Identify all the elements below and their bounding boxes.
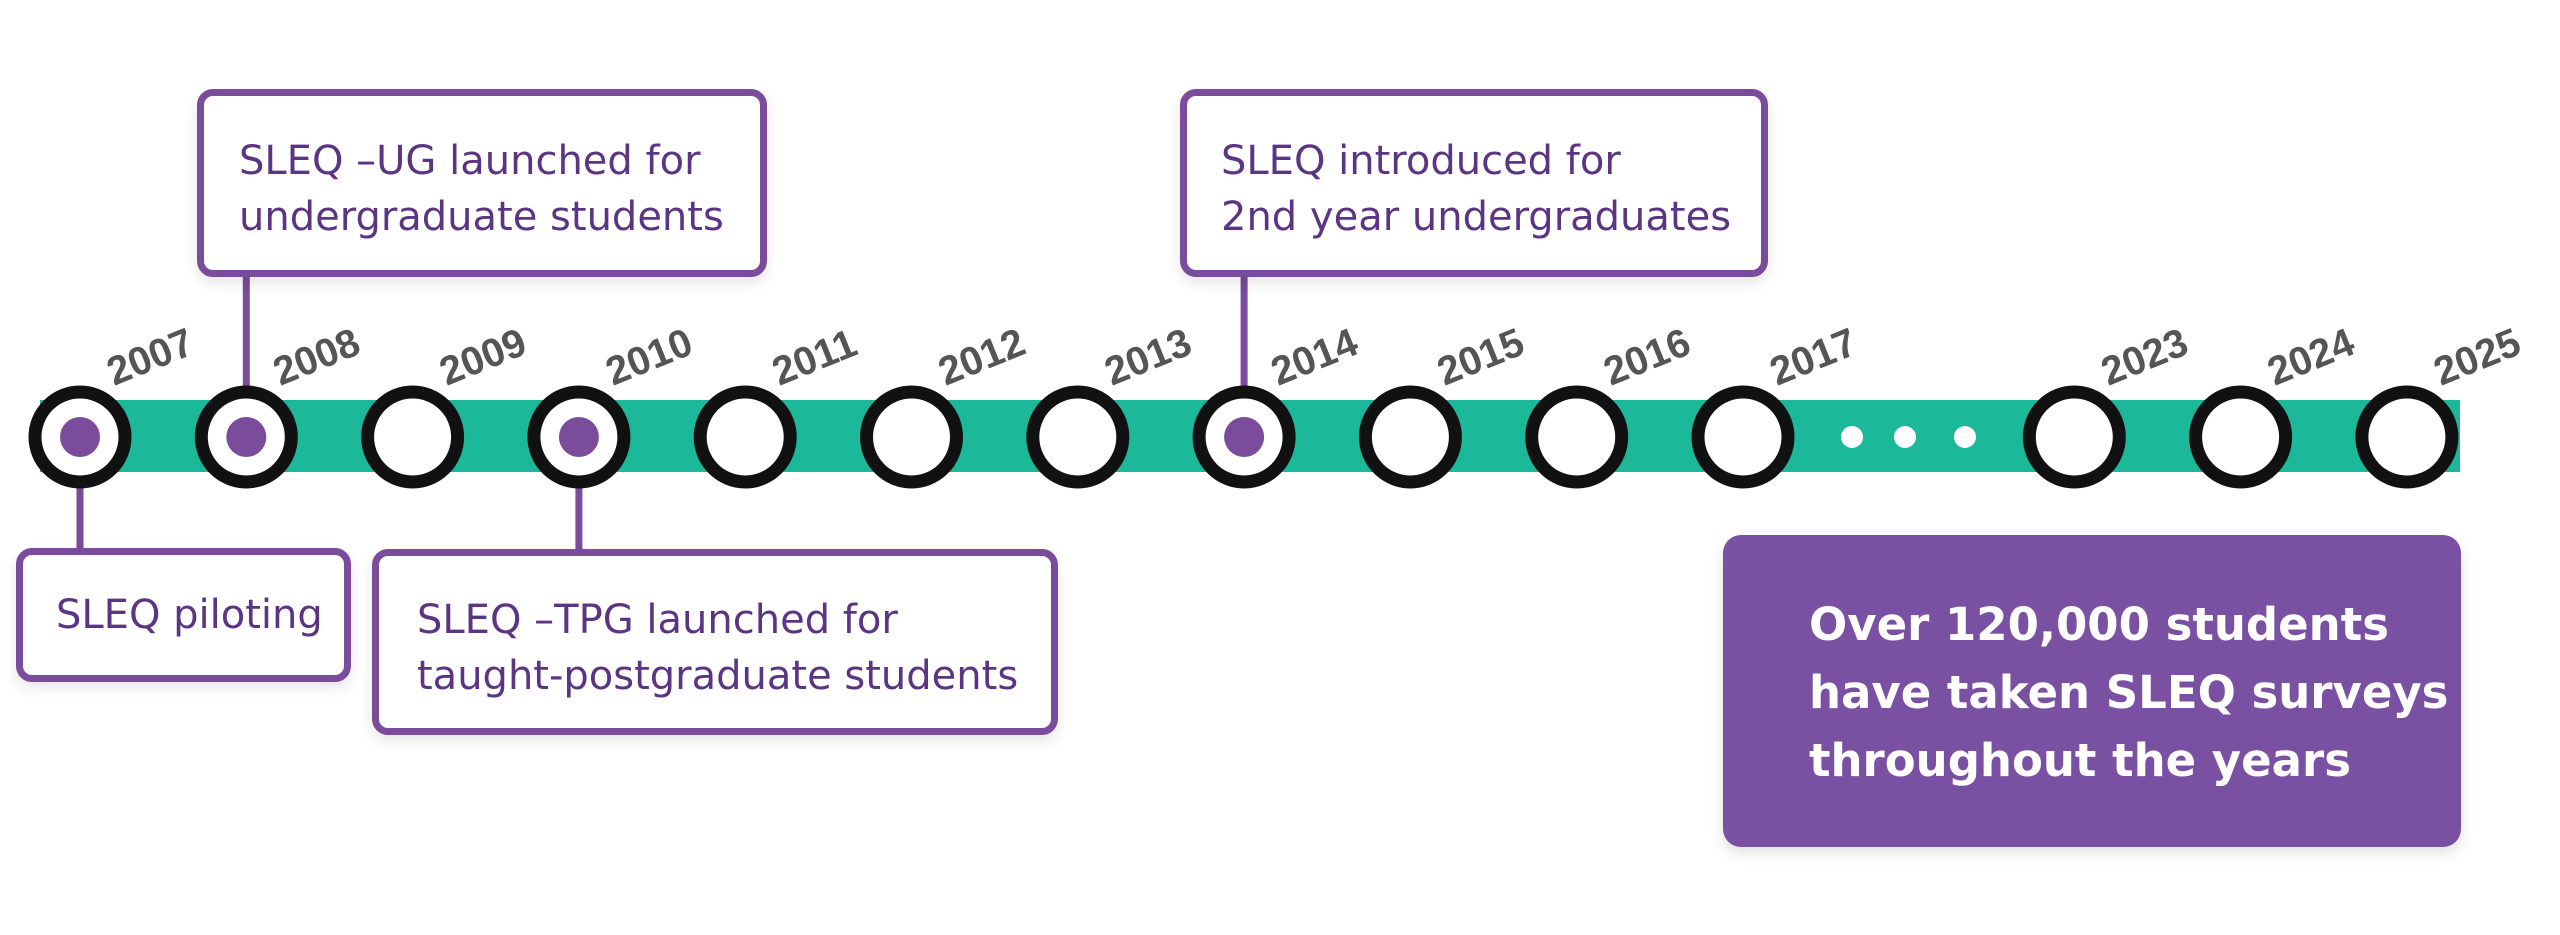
event-text: SLEQ –UG launched for [239,138,701,184]
year-node-2024 [2189,385,2293,489]
ellipsis-dot [1841,426,1863,448]
year-node-2023 [2022,385,2126,489]
event-box-2008: SLEQ –UG launched for undergraduate stud… [197,89,767,277]
year-label-2014: 2014 [1265,320,1365,394]
gap-ellipsis [1841,426,1976,448]
event-marker-2008 [226,417,267,457]
year-node-2025 [2355,385,2459,489]
event-marker-2010 [558,417,599,457]
event-text: taught-postgraduate students [417,653,1019,699]
ellipsis-dot [1894,426,1916,448]
summary-text: Over 120,000 students [1809,598,2389,651]
year-label-2013: 2013 [1099,320,1198,394]
year-node-2016 [1525,385,1629,489]
year-labels: 2007 2008 2009 2010 2011 2012 2013 2014 2015 2016… [101,320,2527,394]
year-label-2025: 2025 [2428,320,2527,394]
year-label-2015: 2015 [1431,320,1530,394]
year-label-2017: 2017 [1764,320,1863,394]
year-node-2009 [361,385,465,489]
event-marker-2007 [60,417,100,457]
year-label-2016: 2016 [1598,320,1697,394]
year-label-2009: 2009 [433,320,532,394]
year-node-2011 [693,385,797,489]
event-marker-2014 [1224,417,1265,457]
year-nodes [28,385,2459,489]
event-text: undergraduate students [239,194,724,240]
summary-callout: Over 120,000 students have taken SLEQ su… [1723,535,2461,847]
year-node-2012 [860,385,963,489]
year-label-2023: 2023 [2095,320,2194,394]
year-node-2013 [1026,385,1130,489]
summary-text: have taken SLEQ surveys [1809,666,2449,719]
year-label-2010: 2010 [600,320,699,394]
event-text: SLEQ –TPG launched for [417,597,898,643]
event-box-2007: SLEQ piloting [16,548,351,682]
year-node-2015 [1358,385,1462,489]
year-label-2007: 2007 [101,320,200,394]
event-box-2014: SLEQ introduced for 2nd year undergradua… [1180,89,1768,277]
event-text: SLEQ piloting [56,592,323,638]
event-text: 2nd year undergraduates [1221,194,1732,240]
year-label-2011: 2011 [766,321,863,394]
year-label-2024: 2024 [2261,320,2361,394]
event-text: SLEQ introduced for [1221,138,1621,184]
ellipsis-dot [1954,426,1976,448]
event-box-2010: SLEQ –TPG launched for taught-postgradua… [372,549,1058,735]
year-label-2012: 2012 [932,320,1031,394]
year-node-2017 [1691,385,1795,489]
summary-text: throughout the years [1809,734,2351,787]
year-label-2008: 2008 [267,320,366,394]
